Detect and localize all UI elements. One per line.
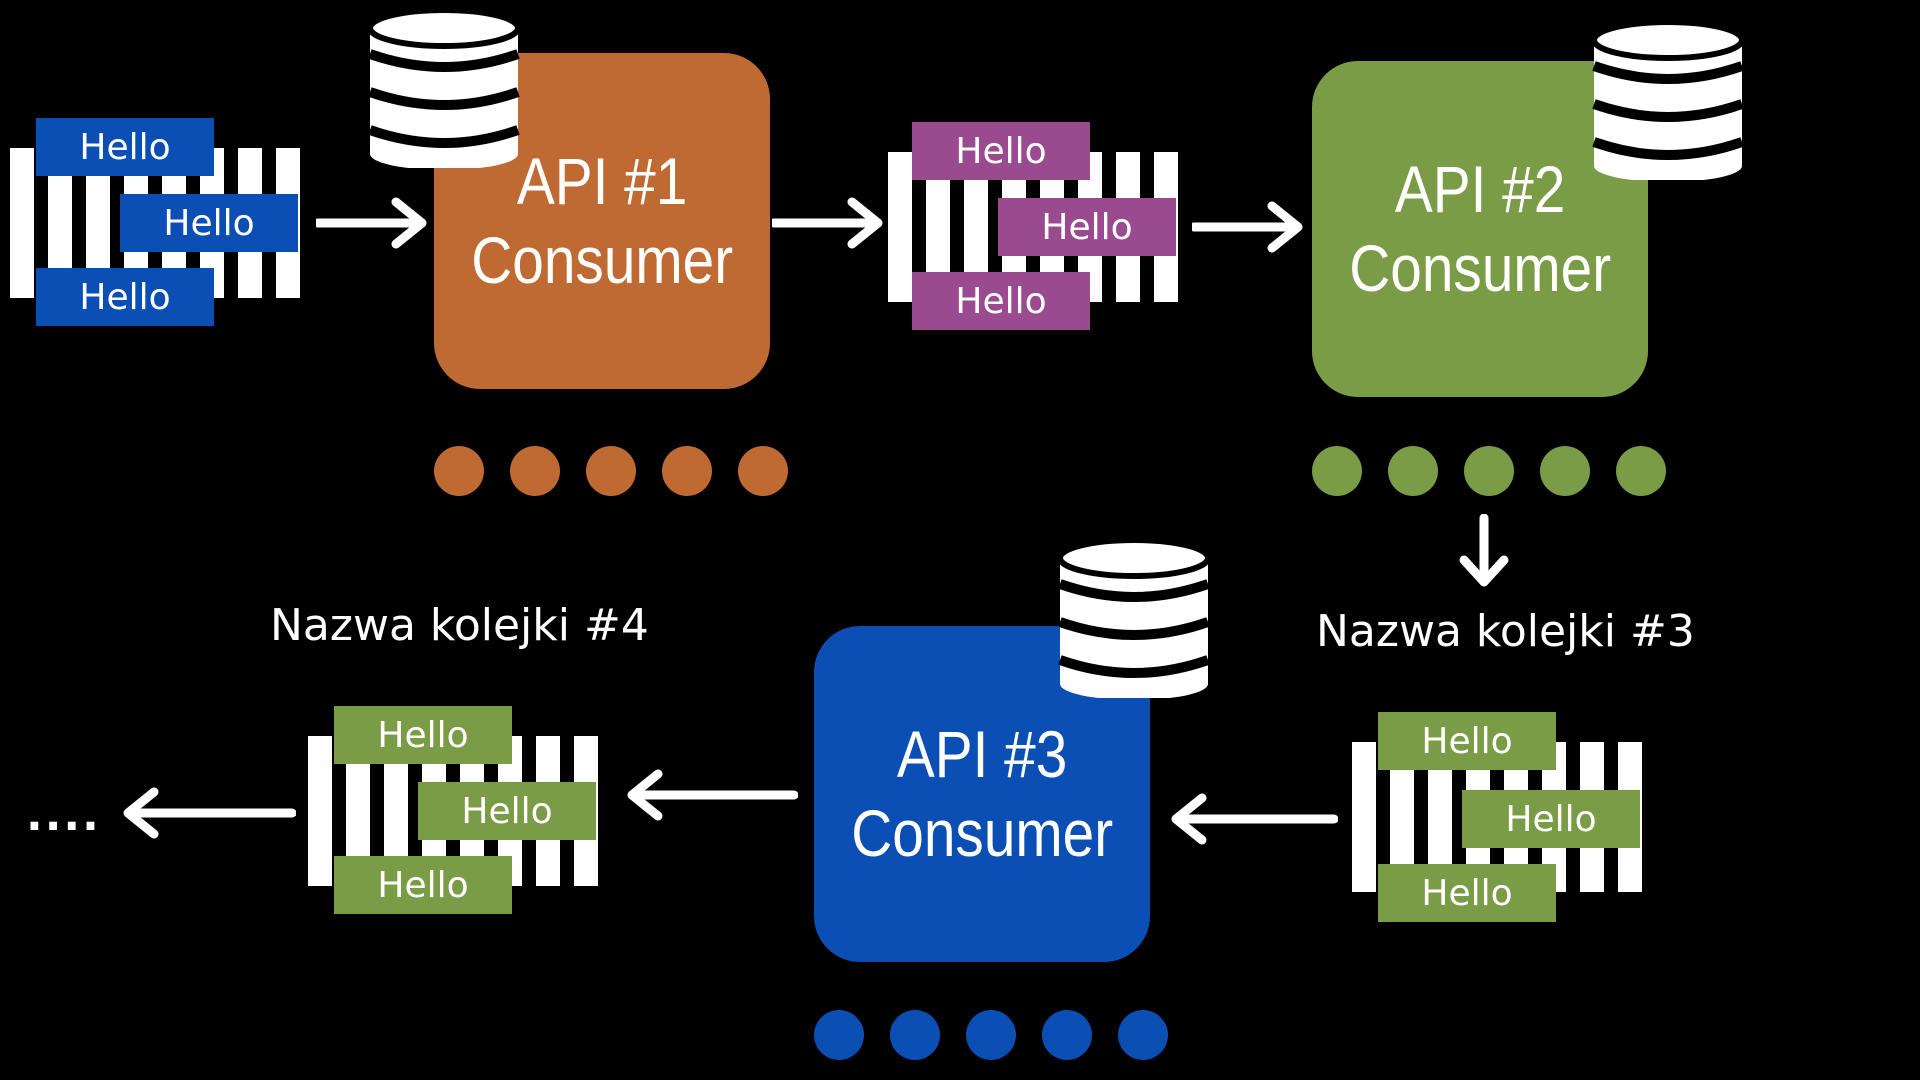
api-3-instances bbox=[814, 1010, 1168, 1060]
queue-3-message-3: Hello bbox=[1378, 864, 1556, 922]
instance-dot bbox=[586, 446, 636, 496]
database-icon bbox=[1058, 538, 1211, 698]
api-2-title: API #2 bbox=[1394, 151, 1566, 226]
queue-3-message-2: Hello bbox=[1462, 790, 1640, 848]
database-icon bbox=[1592, 20, 1745, 180]
arrow-left-icon bbox=[627, 769, 798, 821]
instance-dot bbox=[738, 446, 788, 496]
queue-1: Hello Hello Hello bbox=[10, 118, 316, 330]
queue-4-message-2: Hello bbox=[418, 782, 596, 840]
queue-1-message-2: Hello bbox=[120, 194, 298, 252]
queue-3-label: Nazwa kolejki #3 bbox=[1316, 606, 1695, 657]
queue-4-message-1: Hello bbox=[334, 706, 512, 764]
instance-dot bbox=[510, 446, 560, 496]
instance-dot bbox=[1118, 1010, 1168, 1060]
queue-1-message-3: Hello bbox=[36, 268, 214, 326]
instance-dot bbox=[1464, 446, 1514, 496]
queue-4-label: Nazwa kolejki #4 bbox=[270, 600, 649, 651]
arrow-left-icon bbox=[123, 787, 296, 839]
queue-2-message-1: Hello bbox=[912, 122, 1090, 180]
queue-4-message-3: Hello bbox=[334, 856, 512, 914]
queue-4: Hello Hello Hello bbox=[308, 706, 614, 918]
queue-1-message-1: Hello bbox=[36, 118, 214, 176]
instance-dot bbox=[662, 446, 712, 496]
queue-2-message-2: Hello bbox=[998, 198, 1176, 256]
api-2-instances bbox=[1312, 446, 1666, 496]
api-1-instances bbox=[434, 446, 788, 496]
api-3-title: API #3 bbox=[896, 716, 1068, 791]
continuation-ellipsis: .... bbox=[26, 790, 101, 841]
arrow-right-icon bbox=[1192, 201, 1303, 253]
api-1-title: API #1 bbox=[516, 143, 688, 218]
queue-3: Hello Hello Hello bbox=[1352, 712, 1658, 924]
instance-dot bbox=[434, 446, 484, 496]
instance-dot bbox=[1388, 446, 1438, 496]
queue-2-message-3: Hello bbox=[912, 272, 1090, 330]
api-1-subtitle: Consumer bbox=[471, 223, 733, 297]
arrow-right-icon bbox=[316, 197, 427, 249]
arrow-right-icon bbox=[772, 197, 883, 249]
instance-dot bbox=[966, 1010, 1016, 1060]
arrow-left-icon bbox=[1171, 793, 1338, 845]
instance-dot bbox=[814, 1010, 864, 1060]
api-2-subtitle: Consumer bbox=[1349, 231, 1611, 305]
instance-dot bbox=[1616, 446, 1666, 496]
instance-dot bbox=[1312, 446, 1362, 496]
api-2-consumer: API #2 Consumer bbox=[1312, 61, 1648, 397]
api-3-subtitle: Consumer bbox=[851, 796, 1113, 870]
instance-dot bbox=[890, 1010, 940, 1060]
instance-dot bbox=[1540, 446, 1590, 496]
instance-dot bbox=[1042, 1010, 1092, 1060]
queue-2: Hello Hello Hello bbox=[888, 122, 1194, 334]
arrow-down-icon bbox=[1459, 514, 1509, 587]
database-icon bbox=[368, 8, 521, 168]
queue-3-message-1: Hello bbox=[1378, 712, 1556, 770]
